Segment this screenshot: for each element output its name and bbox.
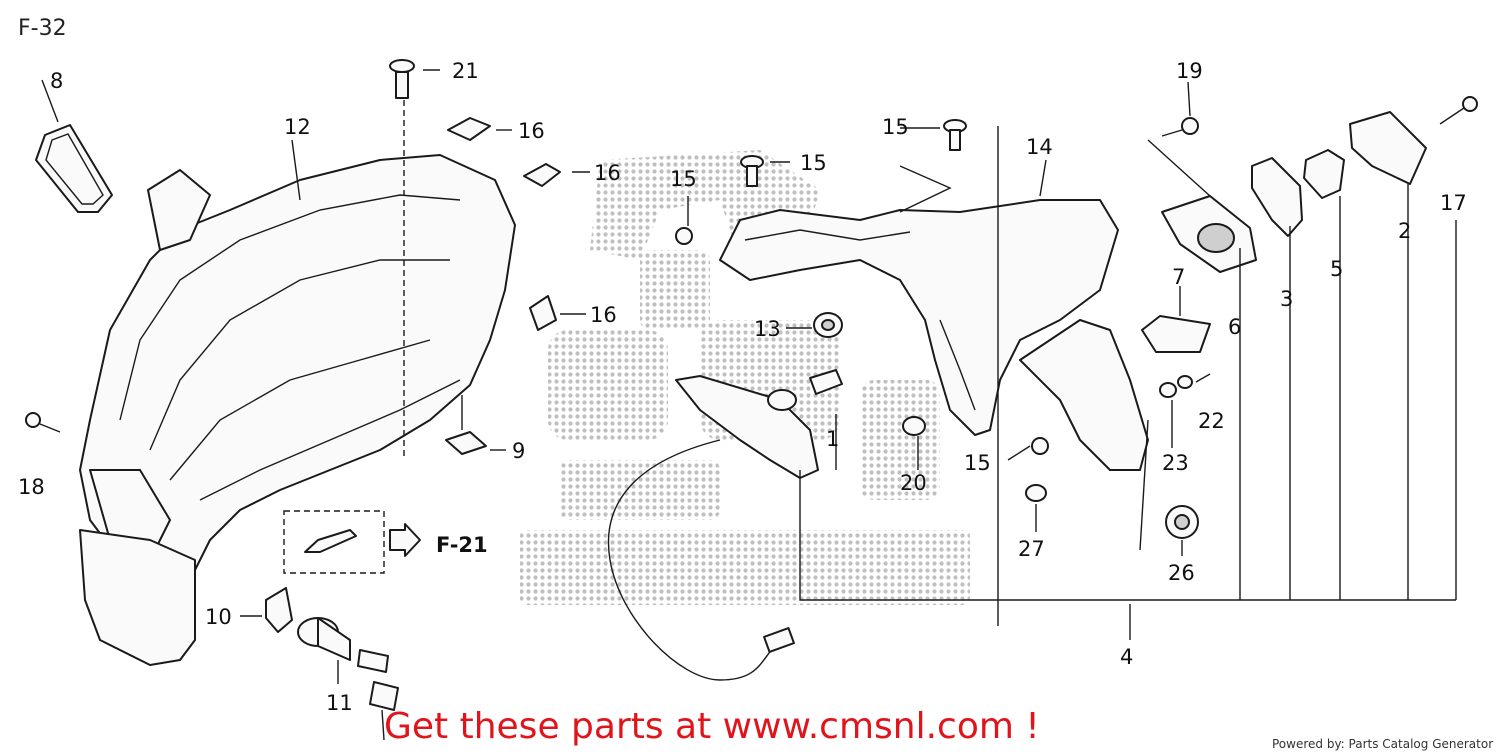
nut-clip-part xyxy=(445,431,487,455)
callout-22: 22 xyxy=(1198,409,1225,433)
callout-21: 21 xyxy=(452,59,479,83)
callout-7: 7 xyxy=(1172,265,1185,289)
screw-part-17 xyxy=(1439,96,1478,125)
key-cylinder-part xyxy=(297,617,399,741)
cover-part xyxy=(1349,111,1427,185)
reference-label: F-21 xyxy=(436,533,488,557)
callout-27: 27 xyxy=(1018,537,1045,561)
screw-part-19 xyxy=(1161,117,1199,137)
page-label: F-32 xyxy=(18,16,67,41)
callout-16c: 16 xyxy=(590,303,617,327)
clamp-part xyxy=(265,587,293,633)
callout-20: 20 xyxy=(900,471,927,495)
promo-link[interactable]: Get these parts at www.cmsnl.com ! xyxy=(384,706,1040,747)
rear-fender-bracket-part xyxy=(719,199,1149,471)
callout-9: 9 xyxy=(512,439,525,463)
washer-part-22 xyxy=(1177,375,1193,389)
callout-15c: 15 xyxy=(882,115,909,139)
bolt-part-15d xyxy=(1031,437,1049,455)
callout-11: 11 xyxy=(326,691,353,715)
callout-8: 8 xyxy=(50,69,63,93)
callout-15d: 15 xyxy=(964,451,991,475)
leader-lines xyxy=(41,69,1457,684)
lens-part xyxy=(1303,149,1345,199)
watermark-logo xyxy=(520,150,970,605)
callout-5: 5 xyxy=(1330,257,1343,281)
bolt-part-15a xyxy=(943,119,967,151)
callout-1: 1 xyxy=(826,427,839,451)
clip-part-16c xyxy=(529,295,557,331)
callout-17: 17 xyxy=(1440,191,1467,215)
clip-part-16a xyxy=(447,117,491,141)
clip-part-16b xyxy=(523,163,561,187)
grommet-part-26 xyxy=(1165,505,1199,539)
callout-10: 10 xyxy=(205,605,232,629)
nut-part-23 xyxy=(1159,382,1177,398)
callout-19: 19 xyxy=(1176,59,1203,83)
bolt-part-15b xyxy=(740,155,764,187)
gasket-part xyxy=(35,124,113,213)
callout-16a: 16 xyxy=(518,119,545,143)
callout-23: 23 xyxy=(1162,451,1189,475)
callout-26: 26 xyxy=(1168,561,1195,585)
gasket-part-3 xyxy=(1251,157,1303,237)
grommet-part-13 xyxy=(813,312,843,338)
reflector-part xyxy=(1141,315,1211,353)
license-light-part xyxy=(607,369,843,681)
bolt-part-15c xyxy=(675,227,693,245)
powered-by-footer: Powered by: Parts Catalog Generator xyxy=(1272,737,1494,751)
callout-3: 3 xyxy=(1280,287,1293,311)
callout-2: 2 xyxy=(1398,219,1411,243)
washer-part-27 xyxy=(1025,484,1047,502)
callout-4: 4 xyxy=(1120,645,1133,669)
callout-16b: 16 xyxy=(594,161,621,185)
callout-6: 6 xyxy=(1228,315,1241,339)
callout-15a: 15 xyxy=(670,167,697,191)
callout-15b: 15 xyxy=(800,151,827,175)
nut-part-20 xyxy=(902,416,926,436)
screw-part-18 xyxy=(25,412,61,433)
callout-14: 14 xyxy=(1026,135,1053,159)
bolt-part-21 xyxy=(389,59,415,99)
callout-13: 13 xyxy=(754,317,781,341)
reference-box xyxy=(283,510,421,574)
inner-fender-part xyxy=(79,154,516,666)
callout-12: 12 xyxy=(284,115,311,139)
callout-18: 18 xyxy=(18,475,45,499)
light-base-part xyxy=(1161,195,1257,273)
